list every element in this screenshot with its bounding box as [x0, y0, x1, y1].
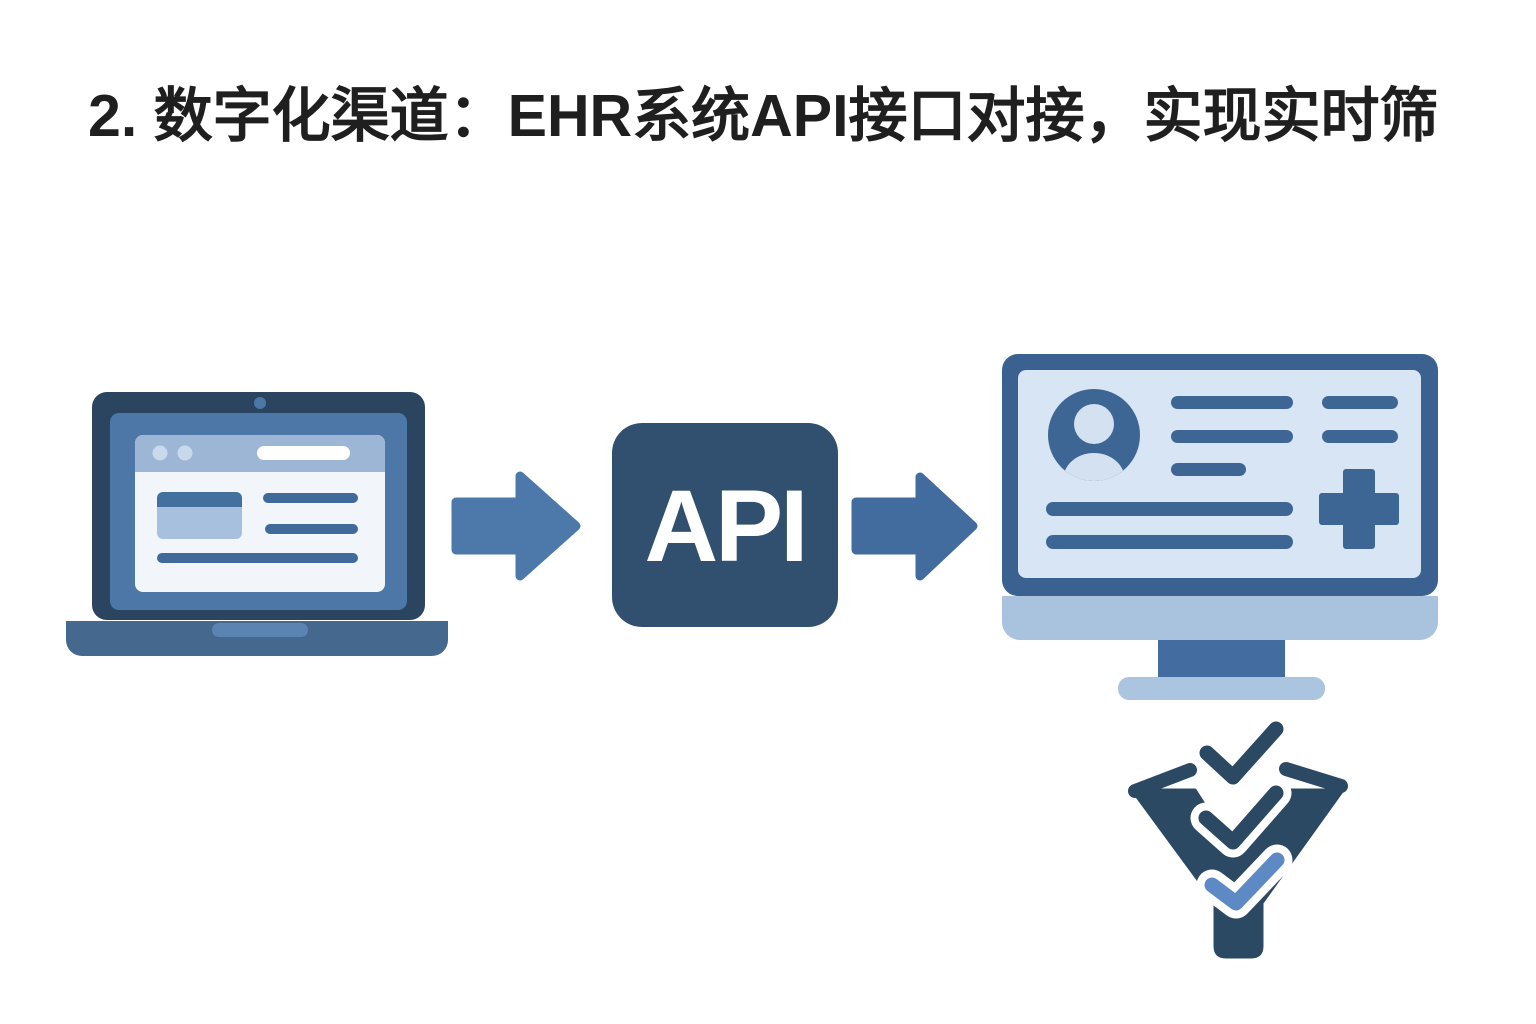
- record-line: [1046, 535, 1293, 549]
- funnel-rim-left: [1128, 763, 1197, 798]
- record-line: [1046, 502, 1293, 516]
- checkmark-icon: [1199, 721, 1284, 785]
- laptop-base: [66, 621, 448, 656]
- medical-cross-icon: [1319, 469, 1399, 549]
- arrow-shape: [451, 471, 581, 581]
- api-label: API: [644, 469, 805, 583]
- record-line: [1322, 430, 1398, 443]
- browser-address-pill: [257, 446, 350, 460]
- checkmark-icon: [1204, 852, 1285, 911]
- record-line: [1322, 396, 1398, 409]
- text-line: [157, 553, 358, 563]
- funnel-rim-right: [1279, 762, 1348, 793]
- monitor-stand-neck: [1158, 640, 1285, 680]
- api-box-background: [612, 423, 838, 627]
- browser-dot-icon: [177, 445, 193, 461]
- record-line: [1171, 430, 1293, 443]
- text-line: [265, 524, 358, 534]
- record-line: [1171, 396, 1293, 409]
- laptop-camera-dot: [254, 397, 266, 409]
- arrow-shape: [851, 472, 978, 581]
- laptop-icon: [66, 392, 448, 656]
- screening-funnel-icon: [1128, 721, 1348, 959]
- page-title: 2. 数字化渠道：EHR系统API接口对接，实现实时筛: [88, 83, 1439, 149]
- monitor-stand-base: [1118, 677, 1325, 700]
- checkmark-icon: [1198, 785, 1284, 850]
- content-card-header: [157, 492, 242, 507]
- arrow-right-icon: [851, 472, 978, 581]
- monitor-chin: [1002, 596, 1438, 640]
- ehr-monitor-icon: [1002, 354, 1438, 700]
- text-line: [263, 493, 358, 503]
- api-box: API: [612, 423, 838, 627]
- funnel-body: [1130, 788, 1345, 959]
- record-line: [1171, 463, 1246, 476]
- laptop-base-notch: [212, 623, 308, 637]
- patient-avatar-icon: [1048, 389, 1140, 481]
- arrow-right-icon: [451, 471, 581, 581]
- browser-window: [135, 435, 385, 592]
- browser-dot-icon: [152, 445, 168, 461]
